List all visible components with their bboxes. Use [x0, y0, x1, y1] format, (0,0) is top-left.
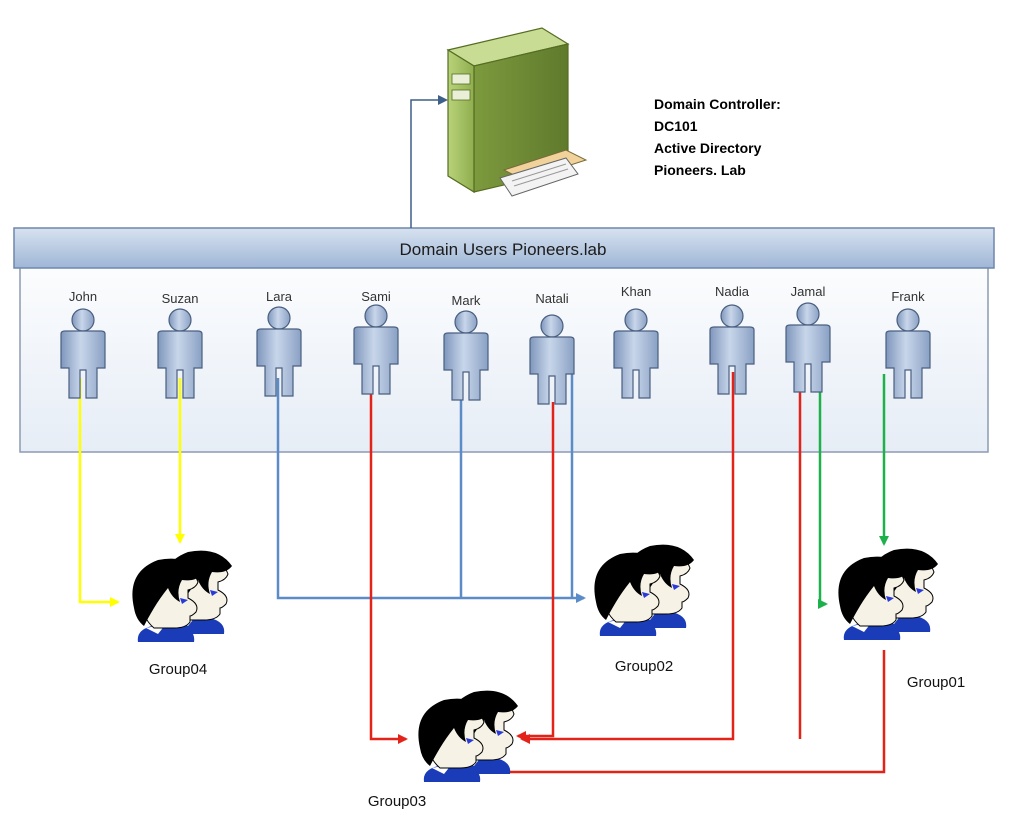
dc-line: Pioneers. Lab	[654, 162, 746, 178]
user-frank: Frank	[885, 289, 931, 399]
user-mark: Mark	[443, 293, 489, 401]
user-name-label: Sami	[361, 289, 391, 304]
dc-line: DC101	[654, 118, 698, 134]
link-group01-group03	[464, 650, 886, 777]
user-nadia: Nadia	[709, 284, 755, 395]
user-suzan: Suzan	[157, 291, 203, 399]
user-lara: Lara	[256, 289, 302, 397]
user-name-label: Jamal	[791, 284, 826, 299]
user-name-label: Khan	[621, 284, 651, 299]
user-khan: Khan	[613, 284, 659, 399]
group-group04: Group04	[131, 550, 233, 678]
user-name-label: Natali	[535, 291, 568, 306]
group-group03: Group03	[368, 690, 519, 810]
banner-title: Domain Users Pioneers.lab	[400, 240, 607, 259]
user-john: John	[60, 289, 106, 399]
user-name-label: Mark	[452, 293, 481, 308]
domain-controller-info: Domain Controller: DC101 Active Director…	[654, 93, 781, 181]
user-name-label: Lara	[266, 289, 293, 304]
link-jamal-group01	[818, 392, 828, 609]
domain-users-banner	[13, 227, 995, 269]
links	[78, 360, 889, 777]
group-label: Group04	[149, 661, 207, 678]
link-nadia-group03	[520, 372, 735, 744]
banner-to-server-connector	[410, 95, 448, 228]
group-group02: Group02	[593, 544, 695, 675]
user-sami: Sami	[353, 289, 399, 395]
user-natali: Natali	[529, 291, 575, 405]
user-name-label: John	[69, 289, 97, 304]
link-sami-group03	[369, 394, 408, 744]
group-label: Group03	[368, 793, 426, 810]
user-name-label: Suzan	[162, 291, 199, 306]
group-label: Group02	[615, 658, 673, 675]
users-layer: John Suzan Lara Sami Mark Natali Khan Nadia Jama…	[60, 284, 931, 405]
user-jamal: Jamal	[785, 284, 831, 393]
link-lara-group02	[276, 378, 586, 603]
server-icon	[446, 27, 588, 197]
group-group01: Group01	[837, 548, 965, 691]
dc-line: Domain Controller:	[654, 96, 781, 112]
user-name-label: Frank	[891, 289, 925, 304]
link-john-group04	[78, 378, 120, 607]
dc-line: Active Directory	[654, 140, 762, 156]
group-label: Group01	[907, 674, 965, 691]
user-name-label: Nadia	[715, 284, 750, 299]
